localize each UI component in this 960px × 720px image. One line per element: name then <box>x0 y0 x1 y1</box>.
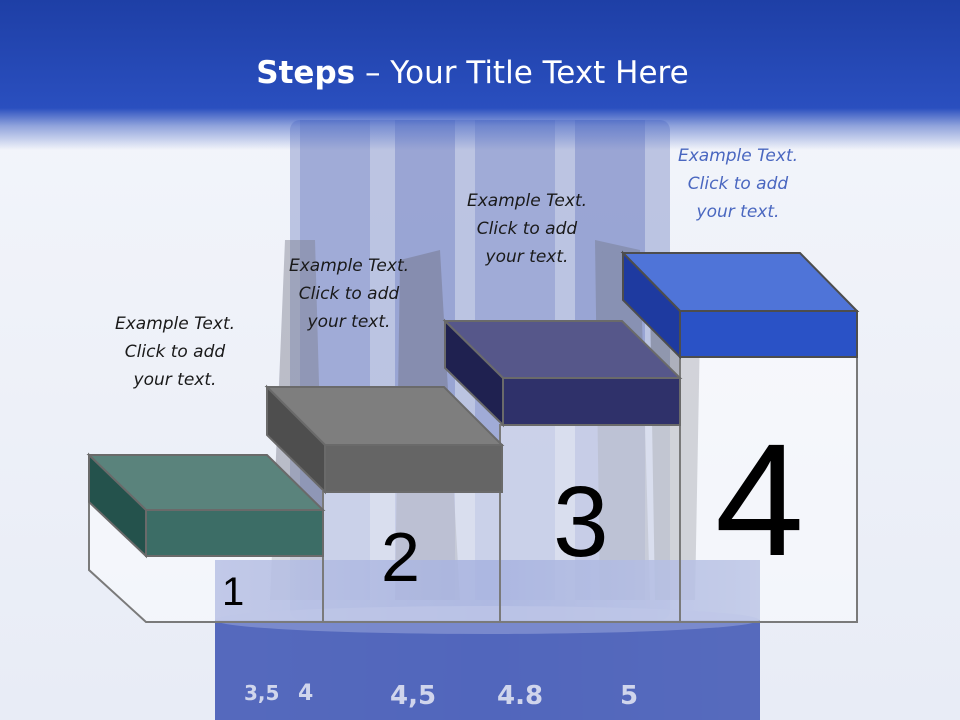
ruler-label: 4,5 <box>390 681 436 711</box>
ruler-label: 4.8 <box>497 681 543 711</box>
header-band <box>0 0 960 150</box>
step-1-block <box>86 452 326 559</box>
step-3-block <box>442 318 683 428</box>
step-3-text-line: Click to add <box>476 219 578 239</box>
ruler-label: 4 <box>298 681 313 706</box>
step-3-text-line: Example Text. <box>466 191 588 211</box>
slide-title[interactable]: Steps – Your Title Text Here <box>0 55 945 91</box>
step-3-number: 3 <box>553 466 609 578</box>
step-2-number: 2 <box>381 518 420 596</box>
step-2-block <box>264 384 505 495</box>
step-4-number: 4 <box>715 410 804 589</box>
step-2-text-line: your text. <box>307 312 391 332</box>
step-2-text-line: Example Text. <box>288 256 410 276</box>
step-3-text[interactable]: Example Text. Click to add your text. <box>432 187 622 271</box>
ruler-label: 3,5 <box>244 681 279 705</box>
step-4-text[interactable]: Example Text. Click to add your text. <box>643 142 833 226</box>
step-1-text-line: Click to add <box>124 342 226 362</box>
title-bold: Steps <box>256 55 356 91</box>
ruler-label: 5 <box>620 681 638 711</box>
step-3-text-line: your text. <box>485 247 569 267</box>
step-4-block <box>620 250 860 360</box>
step-4-text-line: your text. <box>696 202 780 222</box>
step-1-text-line: your text. <box>133 370 217 390</box>
title-rest: – Your Title Text Here <box>355 55 689 91</box>
step-4-text-line: Click to add <box>687 174 789 194</box>
step-2-text-line: Click to add <box>298 284 400 304</box>
step-1-number: 1 <box>222 570 245 614</box>
step-2-text[interactable]: Example Text. Click to add your text. <box>254 252 444 336</box>
step-1-text-line: Example Text. <box>114 314 236 334</box>
step-4-text-line: Example Text. <box>677 146 799 166</box>
step-1-text[interactable]: Example Text. Click to add your text. <box>80 310 270 394</box>
